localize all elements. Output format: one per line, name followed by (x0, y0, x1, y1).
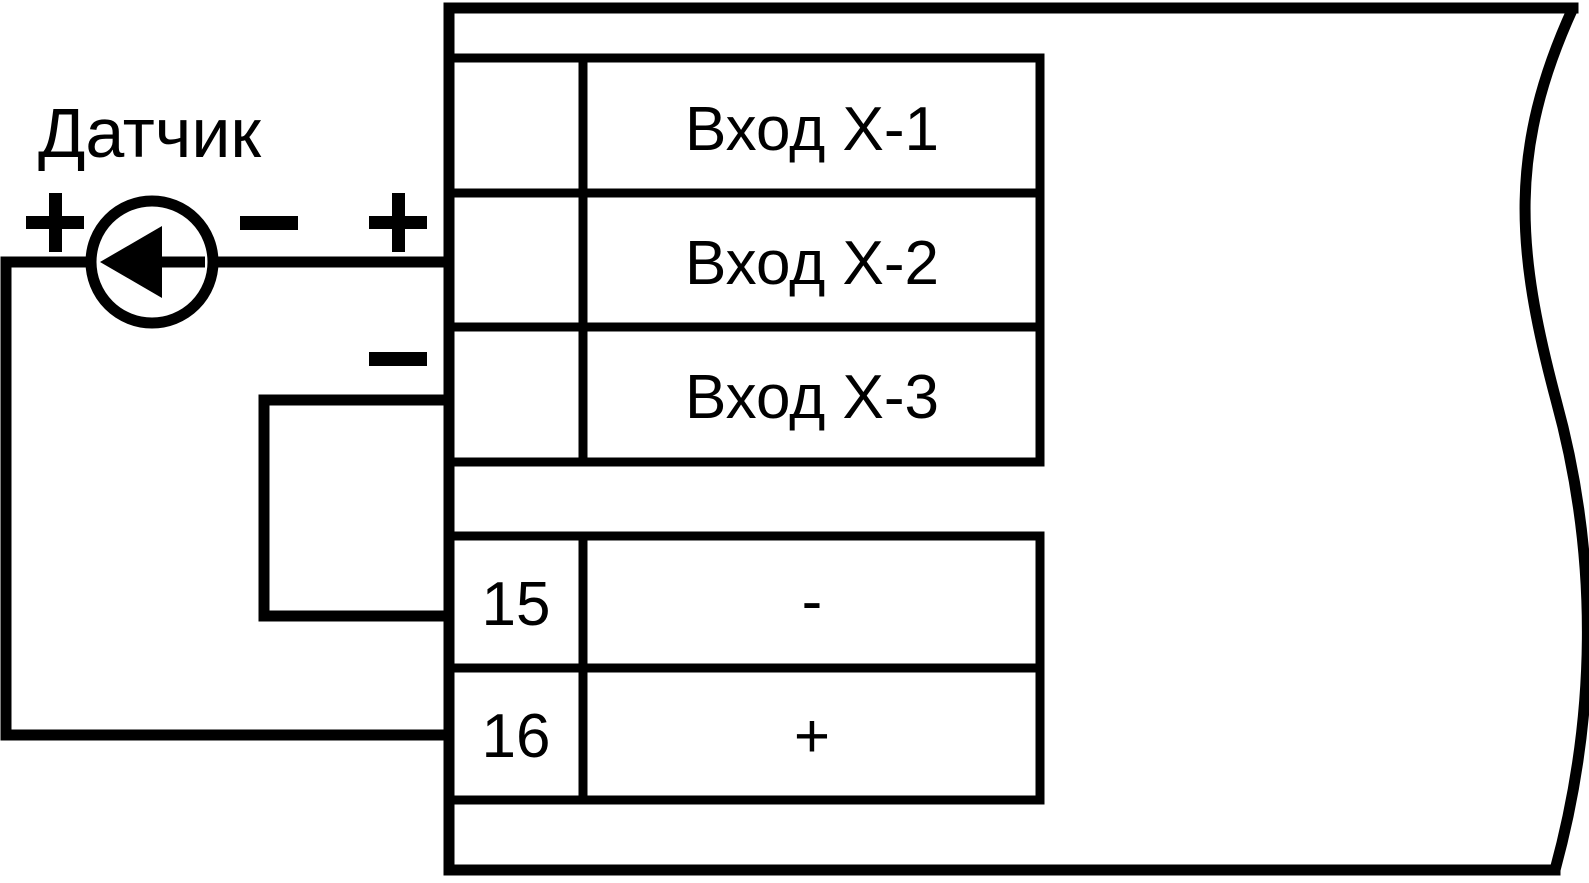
wavy-break-line (1519, 5, 1589, 872)
wiring (0, 256, 455, 741)
device-border (443, 2, 1579, 876)
sensor-minus-marker (240, 216, 298, 230)
left-arrow-icon (100, 226, 162, 298)
power-row-0-label: - (802, 567, 823, 636)
wire-jumper-x3-to-terminal-15 (258, 394, 455, 622)
input-minus-marker (369, 352, 427, 366)
input-row-2-label: Вход X-3 (685, 363, 939, 432)
polarity-markers (26, 193, 427, 366)
sensor-symbol (85, 195, 219, 329)
sensor-title-label: Датчик (38, 94, 261, 172)
power-row-0-terminal: 15 (482, 570, 551, 639)
power-supply-table (444, 531, 1045, 805)
input-row-0-label: Вход X-1 (685, 95, 939, 164)
input-plus-marker (369, 193, 427, 252)
power-row-1-label: + (794, 702, 830, 771)
sensor-plus-marker (26, 193, 84, 252)
power-row-1-terminal: 16 (482, 702, 551, 771)
input-row-1-label: Вход X-2 (685, 229, 939, 298)
current-source-circle (85, 195, 219, 329)
device-outline (443, 2, 1589, 876)
wire-sensor-minus-to-terminal-16 (0, 256, 455, 741)
